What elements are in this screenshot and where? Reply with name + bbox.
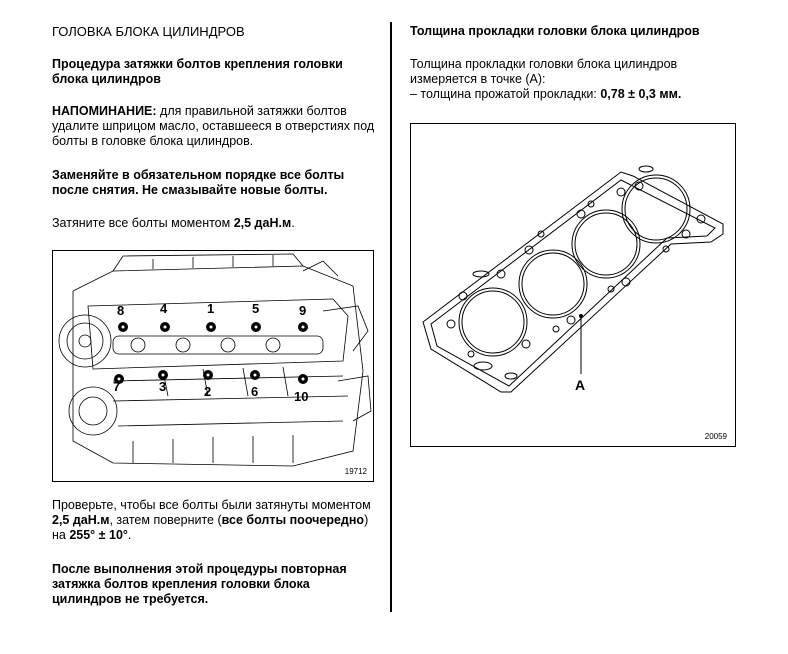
tighten-suffix: . <box>291 216 295 230</box>
right-heading: Толщина прокладки головки блока цилиндро… <box>410 24 750 39</box>
bolt-label-6: 6 <box>251 384 258 399</box>
bolt-label-5: 5 <box>252 301 259 316</box>
thickness-prefix: – толщина прожатой прокладки: <box>410 87 601 101</box>
left-heading: ГОЛОВКА БЛОКА ЦИЛИНДРОВ <box>52 24 382 39</box>
engine-illustration: 8 4 1 5 9 7 3 2 6 10 <box>58 253 372 467</box>
check-text-2: , затем поверните ( <box>109 513 222 527</box>
procedure-title: Процедура затяжки болтов крепления голов… <box>52 57 372 87</box>
right-heading-text: Толщина прокладки головки блока цилиндро… <box>410 24 700 38</box>
reminder-label: НАПОМИНАНИЕ: <box>52 104 157 118</box>
thickness-note: Толщина прокладки головки блока цилиндро… <box>410 57 730 102</box>
gasket-figure-code: 20059 <box>704 432 727 441</box>
check-text-4: . <box>127 528 132 542</box>
tighten-value: 2,5 даН.м <box>233 216 292 230</box>
tighten-prefix: Затяните все болты моментом <box>52 216 234 230</box>
gasket-illustration: A <box>422 165 724 393</box>
figure-code: 19712 <box>344 467 367 476</box>
bolt-label-2: 2 <box>204 384 211 399</box>
final-note: После выполнения этой процедуры повторна… <box>52 562 372 607</box>
procedure-title-text: Процедура затяжки болтов крепления голов… <box>52 57 343 86</box>
check-note: Проверьте, чтобы все болты были затянуты… <box>52 498 372 543</box>
reminder-block: НАПОМИНАНИЕ: для правильной затяжки болт… <box>52 104 377 149</box>
reminder-text: для правильной затяжки болтов удалите шп… <box>52 104 375 148</box>
check-text-1: Проверьте, чтобы все болты были затянуты… <box>52 498 371 512</box>
replace-text: Заменяйте в обязательном порядке все бол… <box>52 168 345 197</box>
check-bold: все болты поочередно <box>221 513 365 527</box>
bolt-label-7: 7 <box>113 379 120 394</box>
bolt-label-10: 10 <box>294 389 308 404</box>
bolt-label-3: 3 <box>159 379 166 394</box>
check-value: 2,5 даН.м <box>52 513 110 527</box>
replace-note: Заменяйте в обязательном порядке все бол… <box>52 168 372 198</box>
tighten-note: Затяните все болты моментом 2,5 даН.м. <box>52 216 372 231</box>
thickness-line1: Толщина прокладки головки блока цилиндро… <box>410 57 678 86</box>
bolt-label-1: 1 <box>207 301 214 316</box>
heading-text: ГОЛОВКА БЛОКА ЦИЛИНДРОВ <box>52 24 245 39</box>
check-text-3: ) на <box>52 513 369 542</box>
point-a-label: A <box>575 377 585 393</box>
column-divider <box>390 22 392 612</box>
bolt-label-8: 8 <box>117 303 124 318</box>
engine-bolt-diagram: 8 4 1 5 9 7 3 2 6 10 19712 <box>52 250 374 482</box>
bolt-label-9: 9 <box>299 303 306 318</box>
thickness-value: 0,78 ± 0,3 мм. <box>600 87 682 101</box>
gasket-diagram: A 20059 <box>410 123 736 447</box>
final-note-text: После выполнения этой процедуры повторна… <box>52 562 347 606</box>
bolt-label-4: 4 <box>160 301 168 316</box>
check-angle: 255° ± 10° <box>69 528 128 542</box>
